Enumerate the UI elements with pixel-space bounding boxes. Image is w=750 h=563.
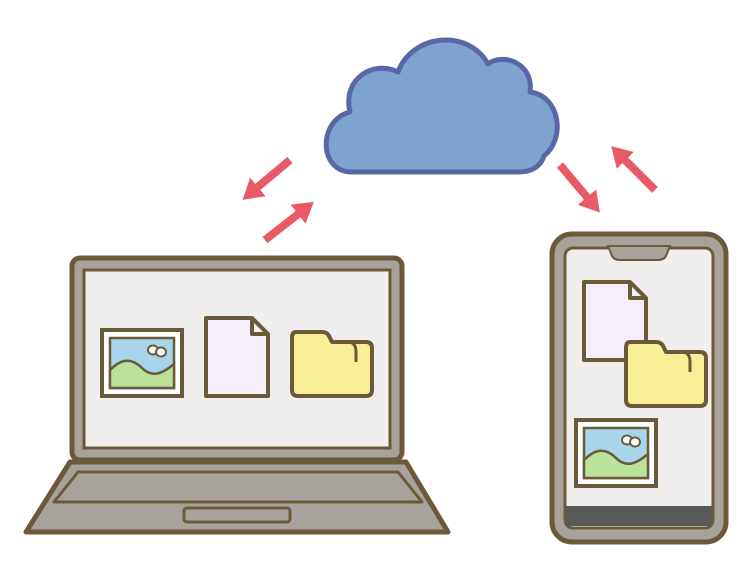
sync-arrow-phone-to-cloud — [602, 137, 664, 199]
cloud-icon — [323, 37, 560, 175]
photo-icon — [574, 418, 658, 488]
sync-arrow-cloud-to-phone — [550, 157, 610, 221]
laptop-icon — [23, 255, 451, 535]
sync-arrow-laptop-to-cloud — [257, 192, 322, 250]
photo-icon — [100, 328, 184, 398]
phone-bottom-bar — [566, 506, 712, 526]
folder-icon — [624, 340, 708, 408]
phone-notch — [606, 245, 672, 261]
smartphone-icon — [549, 231, 729, 545]
document-icon — [204, 316, 270, 398]
sync-arrow-cloud-to-laptop — [234, 150, 298, 210]
folder-icon — [290, 330, 374, 398]
laptop-touchpad — [182, 506, 292, 524]
